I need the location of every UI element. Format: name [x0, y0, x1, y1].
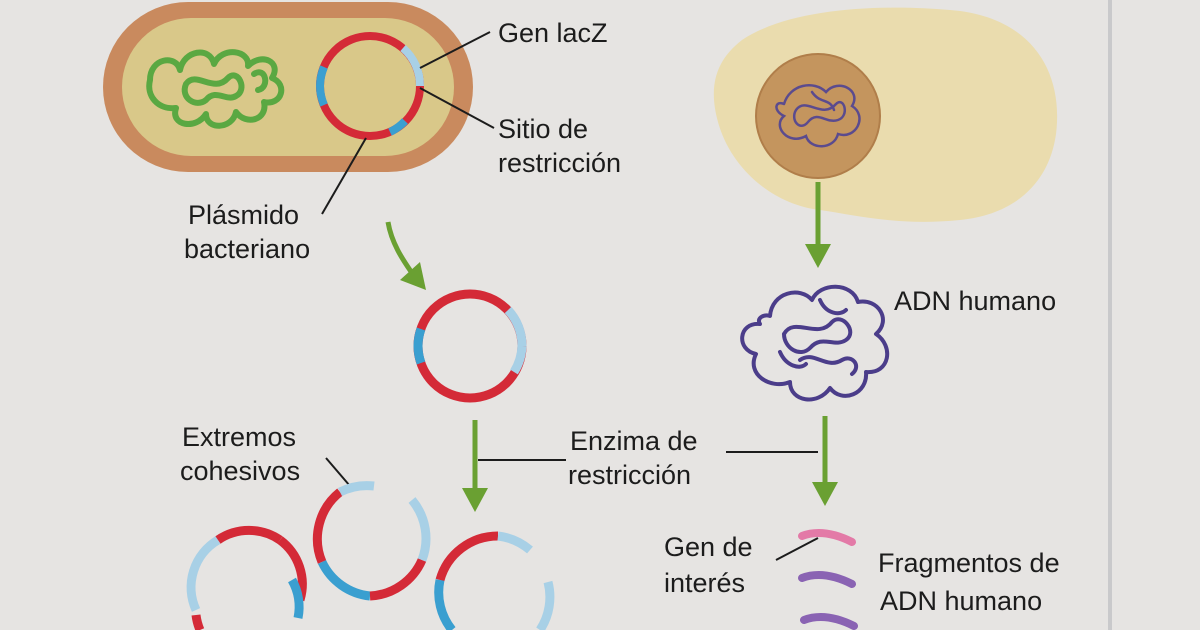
label-enzima-line1: Enzima de: [570, 426, 698, 456]
label-fragmentos-line2: ADN humano: [880, 586, 1043, 616]
label-fragmentos-line1: Fragmentos de: [878, 548, 1060, 578]
isolated-plasmid: [413, 289, 527, 403]
label-adn-humano: ADN humano: [894, 286, 1057, 316]
label-gen-interes-line1: Gen de: [664, 532, 753, 562]
dna-fragments: [798, 529, 858, 630]
arrow-to-plasmid: [385, 221, 426, 290]
plasmid-in-bacterium: [316, 32, 425, 140]
label-leader-lines: [321, 31, 819, 561]
nucleus-chromatin: [775, 84, 861, 148]
human-cell: [713, 7, 1058, 222]
arrow-to-dna: [805, 182, 831, 268]
bacterial-chromosome: [146, 49, 285, 129]
human-dna: [740, 284, 890, 402]
arrow-restriction-left: [462, 420, 488, 512]
label-extremos-line2: cohesivos: [180, 456, 301, 486]
page-edge: [1108, 0, 1112, 630]
arrow-restriction-right: [812, 416, 838, 506]
label-extremos-line1: Extremos: [182, 422, 297, 452]
cut-plasmids: [186, 481, 555, 630]
label-enzima-line2: restricción: [568, 460, 692, 490]
label-gen-interes-line2: interés: [664, 568, 746, 598]
label-sitio-line2: restricción: [498, 148, 622, 178]
label-gen-lacz: Gen lacZ: [498, 18, 608, 48]
label-sitio-line1: Sitio de: [498, 114, 589, 144]
label-plasmido-line2: bacteriano: [184, 234, 311, 264]
label-plasmido-line1: Plásmido: [188, 200, 300, 230]
